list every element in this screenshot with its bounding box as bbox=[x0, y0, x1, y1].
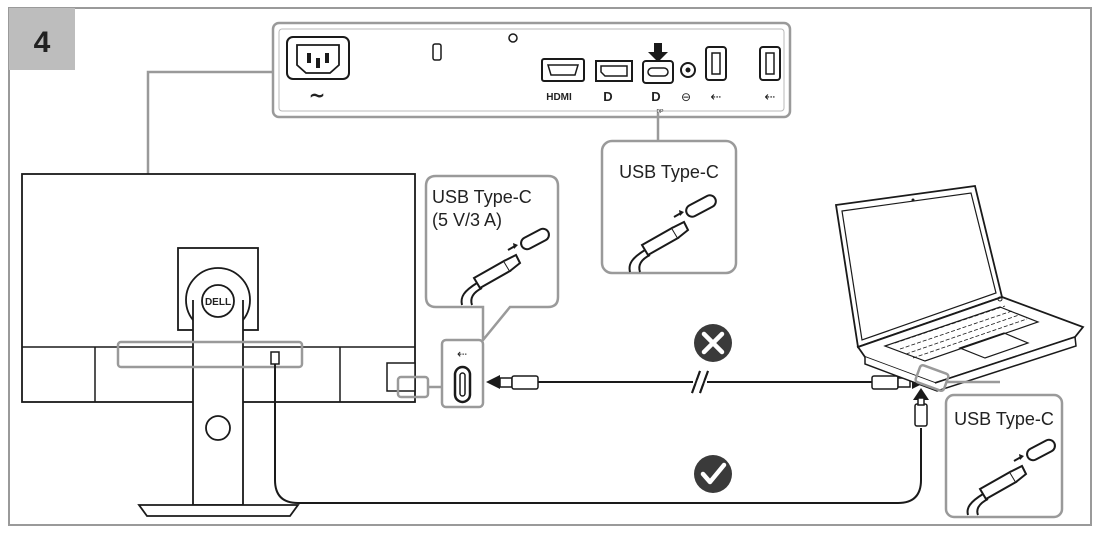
step-badge: 4 bbox=[9, 8, 75, 70]
step-number: 4 bbox=[34, 26, 51, 59]
usb-a-label-2: ⇠ bbox=[765, 90, 776, 105]
monitor-port-zoom-highlight bbox=[116, 340, 304, 369]
arrow-down-icon bbox=[648, 43, 668, 62]
laptop-usbc-callout: USB Type-C bbox=[944, 393, 1064, 519]
usbc-dp-label: D bbox=[651, 89, 660, 104]
displayport-port bbox=[595, 60, 633, 82]
monitor-usbc-callout: USB Type-C (5 V/3 A) bbox=[424, 174, 560, 344]
monitor-callout-subtitle: (5 V/3 A) bbox=[432, 210, 502, 230]
monitor-callout-title: USB Type-C bbox=[432, 187, 532, 207]
monitor-usbc-port-zoom: ⇠ bbox=[440, 338, 485, 409]
usb-a-label-1: ⇠ bbox=[711, 90, 722, 105]
check-icon bbox=[694, 455, 732, 493]
hdmi-port bbox=[541, 58, 585, 82]
rear-panel-usbc-callout: USB Type-C bbox=[600, 139, 738, 275]
laptop bbox=[834, 184, 1085, 392]
power-label: ~ bbox=[309, 83, 326, 107]
laptop-callout-title: USB Type-C bbox=[954, 409, 1054, 429]
usb-a-port-1 bbox=[705, 46, 727, 81]
rear-callout-title: USB Type-C bbox=[619, 162, 719, 182]
correct-cable bbox=[274, 364, 929, 504]
screw-hole-icon bbox=[508, 33, 518, 43]
usbc-dp-sub-label: DP bbox=[657, 109, 665, 115]
rear-panel: ~ HDMI D D DP ⊖ ⇠ bbox=[271, 21, 792, 119]
monitor: DELL bbox=[21, 173, 430, 517]
hdmi-label: HDMI bbox=[546, 92, 572, 103]
kensington-lock-icon bbox=[432, 43, 442, 61]
dp-label: D bbox=[603, 89, 612, 104]
audio-label: ⊖ bbox=[681, 90, 691, 104]
power-inlet-port bbox=[286, 36, 350, 80]
usb-a-port-2 bbox=[759, 46, 781, 81]
close-icon bbox=[694, 324, 732, 362]
wrong-cable bbox=[486, 324, 926, 394]
usb-icon: ⇠ bbox=[457, 347, 467, 361]
dell-logo-icon: DELL bbox=[201, 284, 235, 318]
audio-jack-port bbox=[680, 62, 696, 78]
rear-usbc-port bbox=[642, 60, 674, 84]
svg-text:DELL: DELL bbox=[205, 297, 231, 308]
